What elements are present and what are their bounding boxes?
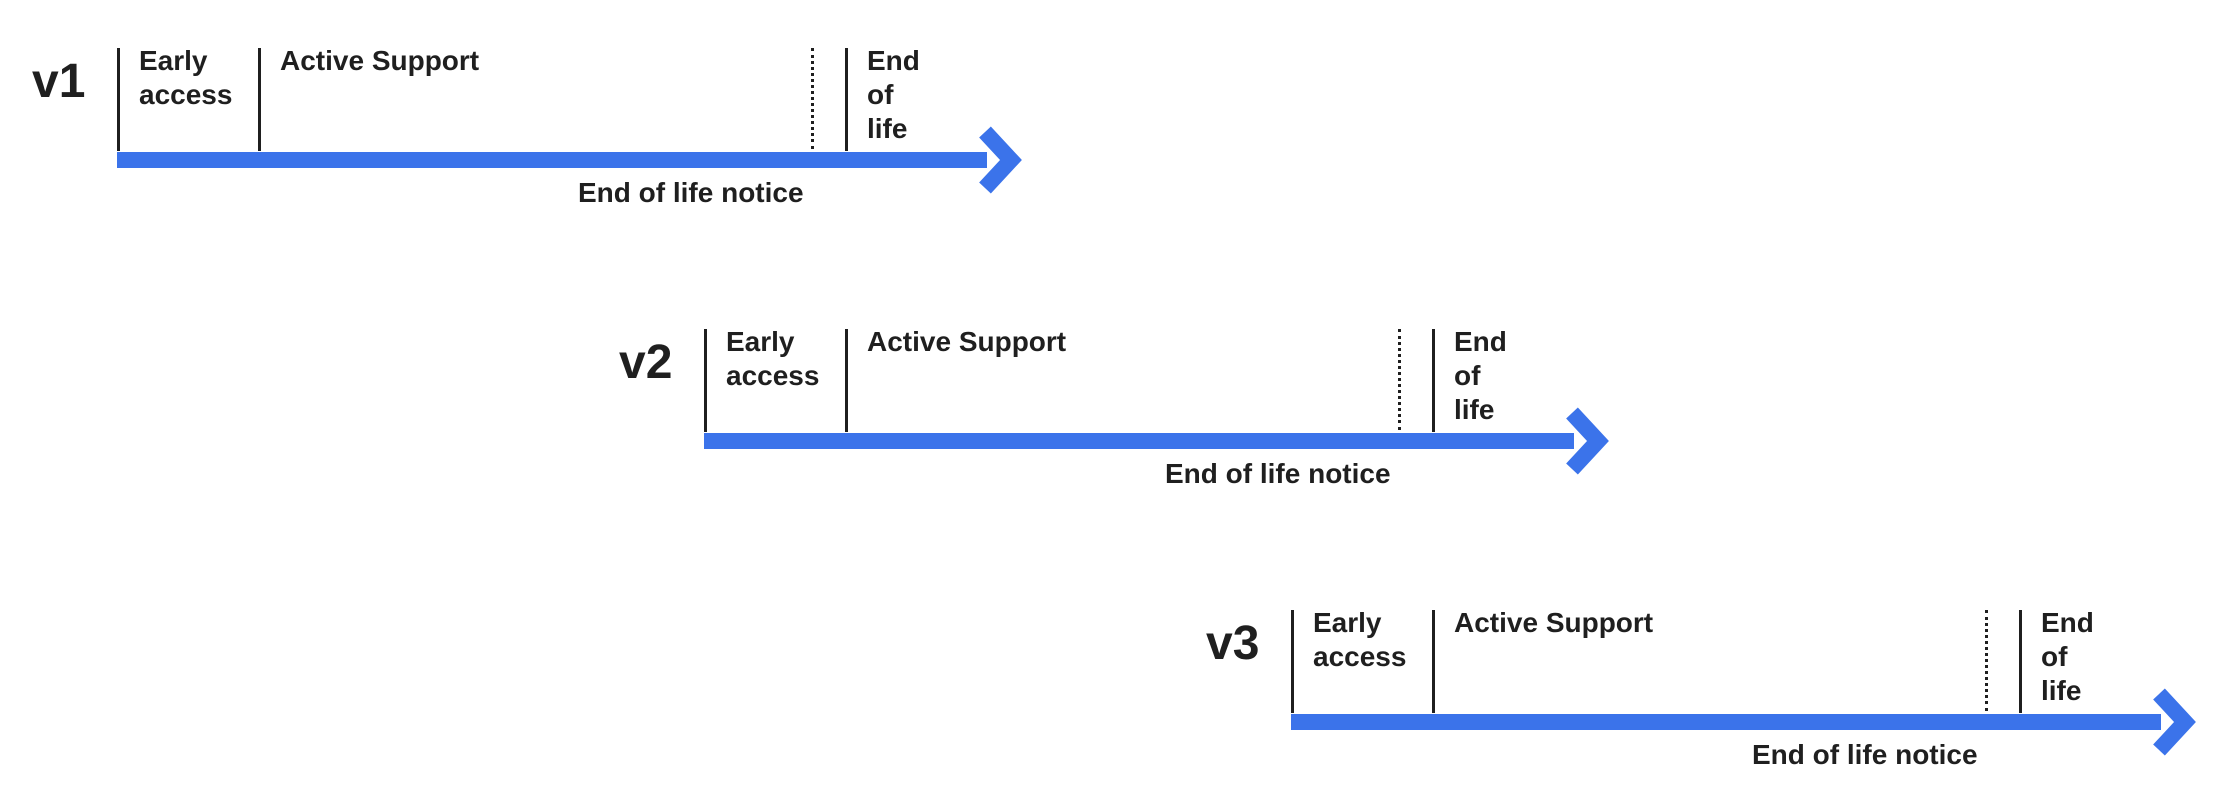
timeline-arrow-shaft [1291,714,2161,730]
timeline-arrow-shaft [704,433,1574,449]
timeline-v3: v3 Early access Active Support End of li… [1174,562,2196,770]
early-access-label: Early access [139,45,233,110]
tick-end-of-life-notice [811,48,814,149]
end-of-life-notice-label: End of life notice [578,177,804,208]
tick-active-support [1432,610,1435,713]
arrow-head-icon [1566,407,1609,475]
tick-active-support [258,48,261,151]
tick-end-of-life-notice [1398,329,1401,430]
tick-active-support [845,329,848,432]
tick-end-of-life-notice [1985,610,1988,711]
timeline-v2: v2 Early access Active Support End of li… [587,281,1609,489]
end-of-life-notice-label: End of life notice [1752,739,1978,770]
early-access-label: Early access [726,326,820,391]
end-of-life-label: End of life [2041,607,2094,706]
version-label: v3 [1206,617,1260,670]
end-of-life-label: End of life [1454,326,1507,425]
arrow-head-icon [979,126,1022,194]
early-access-label: Early access [1313,607,1407,672]
tick-start [704,329,707,432]
version-label: v1 [32,55,86,108]
timeline-arrow-shaft [117,152,987,168]
timeline-v1: v1 Early access Active Support End of li… [0,0,1022,208]
active-support-label: Active Support [867,326,1067,357]
tick-end-of-life [845,48,848,151]
tick-start [117,48,120,151]
active-support-label: Active Support [280,45,480,76]
version-label: v2 [619,336,673,389]
tick-end-of-life [1432,329,1435,432]
end-of-life-notice-label: End of life notice [1165,458,1391,489]
arrow-head-icon [2153,688,2196,756]
end-of-life-label: End of life [867,45,920,144]
tick-start [1291,610,1294,713]
tick-end-of-life [2019,610,2022,713]
active-support-label: Active Support [1454,607,1654,638]
